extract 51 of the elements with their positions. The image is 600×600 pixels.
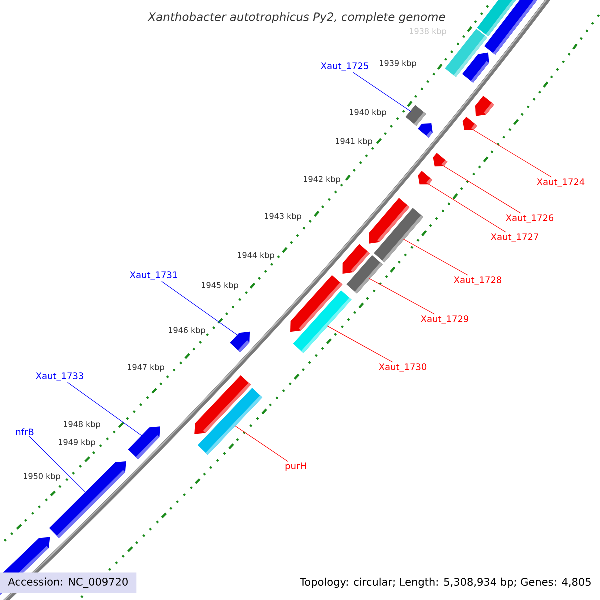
- gene-label: Xaut_1730: [379, 364, 427, 372]
- scale-label: 1950 kbp: [24, 473, 60, 481]
- scale-label: 1946 kbp: [169, 327, 206, 335]
- scale-label: 1941 kbp: [336, 138, 372, 146]
- gene-label: Xaut_1728: [454, 276, 502, 286]
- gene-label: purH: [286, 462, 306, 472]
- gene-label: Xaut_1725: [321, 62, 368, 72]
- gene-block: [418, 171, 433, 185]
- gene-block: [128, 426, 160, 460]
- gene-block: [198, 388, 263, 456]
- leader-line: [162, 281, 238, 336]
- gene-block: [406, 105, 426, 126]
- gene-block: [293, 290, 352, 354]
- summary-text: Topology: circular; Length: 5,308,934 bp; Genes: 4,805: [300, 578, 591, 588]
- scale-label: 1945 kbp: [202, 282, 238, 290]
- gene-label: Xaut_1731: [130, 272, 178, 280]
- leader-line: [403, 239, 468, 276]
- gene-block: [462, 52, 490, 84]
- gene-label: nfrB: [16, 428, 34, 436]
- gene-label: Xaut_1724: [537, 178, 585, 188]
- gene-block: [346, 255, 383, 294]
- gene-label: Xaut_1733: [36, 372, 84, 382]
- scale-label: 1943 kbp: [265, 213, 302, 221]
- gene-label: Xaut_1729: [421, 316, 469, 324]
- scale-label: 1947 kbp: [128, 364, 164, 372]
- scale-label: 1944 kbp: [238, 252, 274, 260]
- leader-line: [29, 436, 86, 494]
- gene-block: [230, 332, 250, 353]
- gene-block: [433, 153, 448, 167]
- scale-label: 1948 kbp: [64, 421, 100, 429]
- leader-line: [68, 382, 143, 436]
- leader-line: [327, 326, 394, 363]
- leader-line: [443, 166, 522, 214]
- gene-block: [374, 208, 424, 263]
- scale-label: 1939 kbp: [380, 60, 416, 68]
- accession-text: Accession: NC_009720: [0, 572, 137, 594]
- leader-line: [352, 72, 412, 112]
- gene-label: Xaut_1727: [491, 234, 538, 242]
- scale-label: 1940 kbp: [350, 109, 386, 117]
- gene-block: [475, 96, 494, 116]
- gene-block: [462, 117, 478, 130]
- scale-label: 1949 kbp: [59, 439, 96, 447]
- scale-label: 1942 kbp: [304, 176, 340, 184]
- leader-line: [428, 184, 506, 233]
- leader-line: [472, 130, 552, 178]
- gene-label: Xaut_1726: [506, 214, 554, 224]
- leader-line: [234, 426, 288, 462]
- leader-line: [369, 278, 436, 315]
- gene-block: [418, 124, 433, 138]
- gene-block: [484, 0, 538, 56]
- title: Xanthobacter autotrophicus Py2, complete genome: [146, 10, 448, 26]
